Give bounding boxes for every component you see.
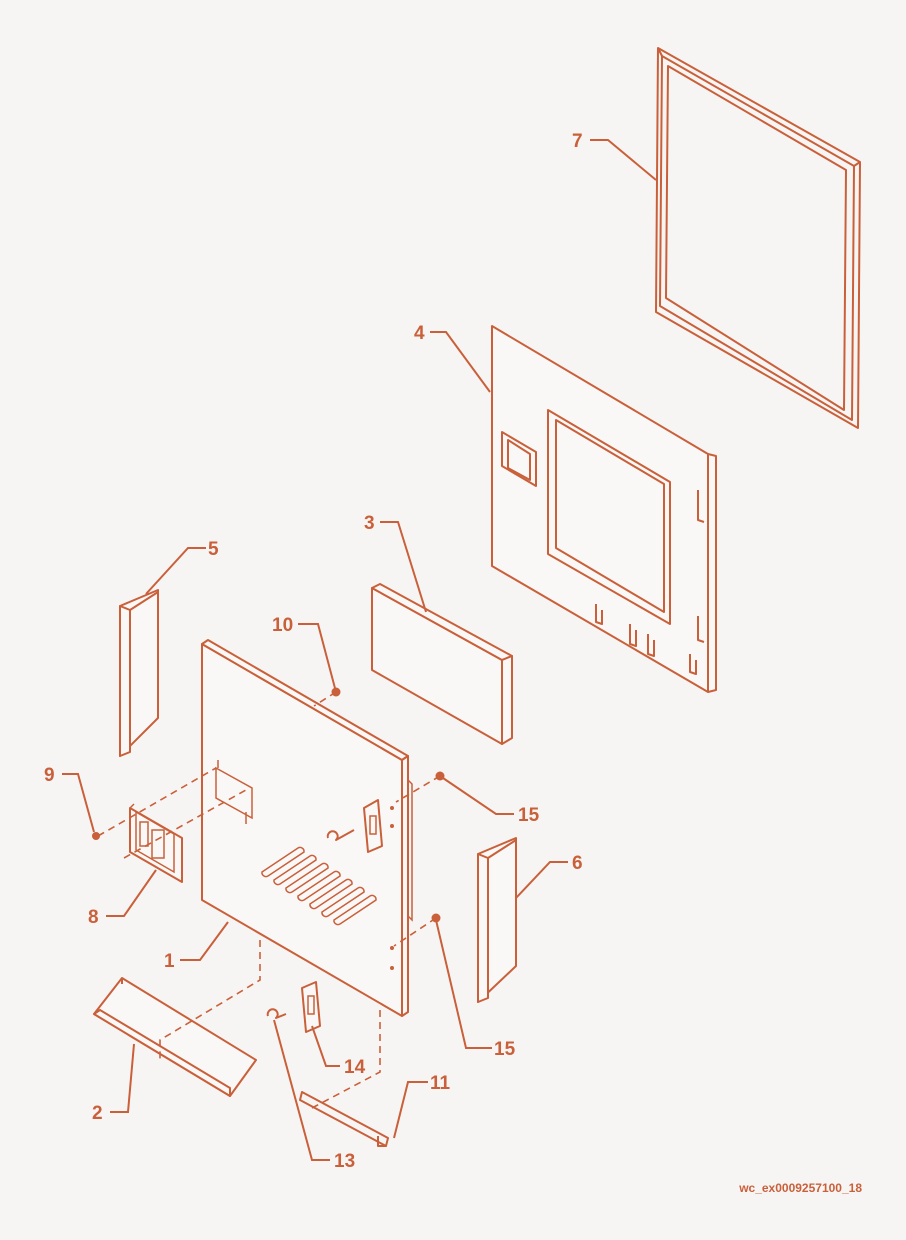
- callout-4: 4: [414, 323, 425, 344]
- part-13-screw: [266, 829, 355, 1019]
- part-8-handle: [129, 803, 183, 883]
- fastener-9: [92, 832, 100, 840]
- callout-6: 6: [572, 853, 583, 874]
- callout-15-upper: 15: [518, 805, 540, 826]
- part-14-hinge: [301, 799, 383, 1033]
- callout-14: 14: [344, 1057, 366, 1078]
- part-7-gasket: [655, 47, 861, 429]
- reference-code: wc_ex0009257100_18: [738, 1181, 862, 1195]
- vent-slots: [261, 846, 377, 926]
- assembly-lines: [97, 691, 441, 1109]
- callout-1: 1: [164, 951, 175, 972]
- part-2-bottom-bar: [93, 977, 257, 1097]
- part-5-strip: [119, 589, 159, 757]
- callout-13: 13: [334, 1151, 355, 1172]
- callout-7: 7: [572, 131, 583, 152]
- callout-9: 9: [44, 765, 55, 786]
- callout-2: 2: [92, 1103, 103, 1124]
- callout-15-lower: 15: [494, 1039, 516, 1060]
- callout-5: 5: [208, 539, 219, 560]
- part-3-block: [371, 583, 513, 745]
- part-11-rod: [299, 1091, 389, 1147]
- callout-3: 3: [364, 513, 375, 534]
- callout-labels: 7 4 3 5 10 9 15 6 8 1 15 14 11 2 13: [44, 131, 583, 1172]
- callout-10: 10: [272, 615, 293, 636]
- part-4-inner-panel: [491, 325, 717, 693]
- leader-lines: [62, 139, 657, 1161]
- callout-8: 8: [88, 907, 99, 928]
- callout-11: 11: [430, 1073, 451, 1094]
- part-6-strip: [477, 837, 517, 1003]
